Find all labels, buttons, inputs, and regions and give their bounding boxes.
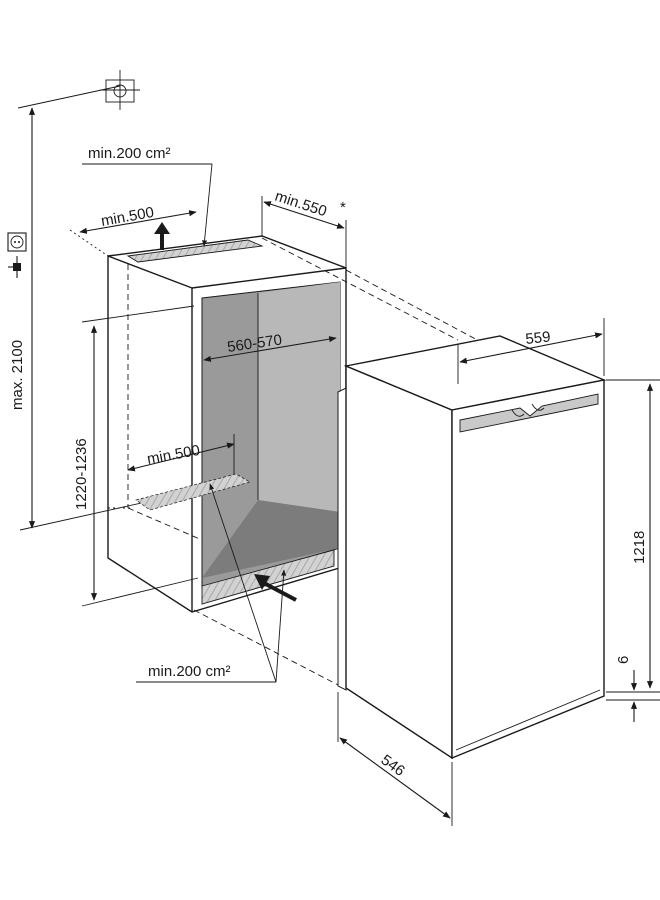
appliance-height-dimension: 1218	[606, 379, 660, 693]
appliance-width-label: 559	[525, 328, 552, 348]
depth-min-dimension: min.550 *	[261, 188, 347, 268]
niche-height-label: 1220-1236	[73, 438, 90, 510]
plinth-gap-dimension: 6	[606, 656, 660, 722]
bottom-depth-label: min.500	[146, 442, 202, 468]
depth-min-label: min.550	[273, 188, 329, 221]
plinth-gap-label: 6	[615, 656, 632, 664]
vent-bottom-dimension: min.200 cm²	[136, 483, 287, 683]
vent-bottom-label: min.200 cm²	[148, 663, 231, 680]
vent-up-arrow	[154, 222, 170, 250]
appliance-body	[337, 335, 607, 760]
crosshair-icon	[17, 70, 140, 110]
appliance-width-dimension: 559	[457, 318, 605, 384]
vent-top-dimension: min.200 cm²	[82, 145, 213, 247]
depth-asterisk: *	[340, 199, 346, 216]
appliance-depth-label: 546	[378, 751, 408, 779]
vent-in-arrow	[254, 574, 297, 602]
niche-height-dimension: 1220-1236	[73, 305, 199, 607]
plug-icon	[8, 256, 21, 278]
top-depth-label: min.500	[100, 204, 156, 230]
socket-icon	[7, 232, 27, 252]
appliance-height-label: 1218	[631, 531, 648, 564]
niche-cabinet	[107, 235, 347, 613]
max-height-label: max. 2100	[9, 340, 26, 410]
top-depth-dimension: min.500	[69, 204, 197, 257]
vent-top-label: min.200 cm²	[88, 145, 171, 162]
